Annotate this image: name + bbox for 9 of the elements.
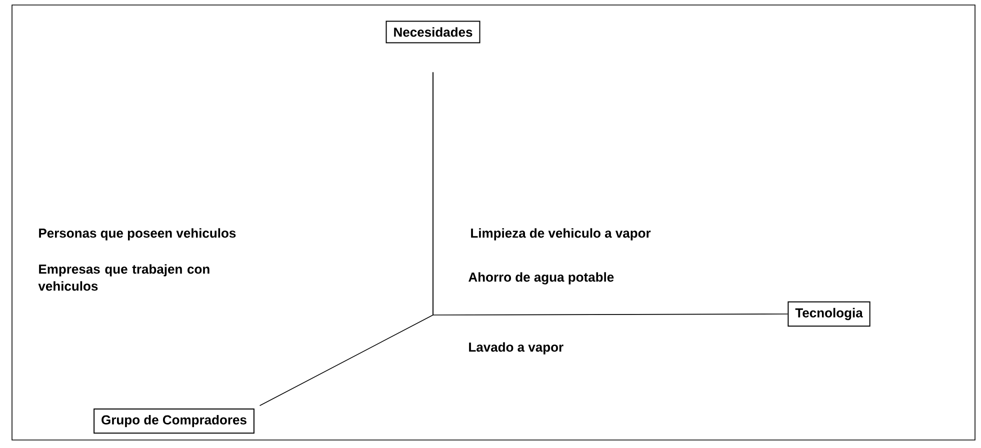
axis-label: Ahorro de agua potable	[468, 272, 614, 284]
label-box: Tecnologia	[788, 301, 870, 327]
label-box: Necesidades	[386, 20, 480, 44]
label-box: Grupo de Compradores	[94, 408, 254, 434]
axis-label: Limpieza de vehiculo a vapor	[471, 228, 651, 240]
axis-label: Empresas que trabajen con vehiculos	[38, 264, 210, 291]
axis-label: Personas que poseen vehiculos	[39, 228, 236, 240]
axis-label: Lavado a vapor	[469, 342, 564, 354]
axis-line	[259, 72, 434, 406]
